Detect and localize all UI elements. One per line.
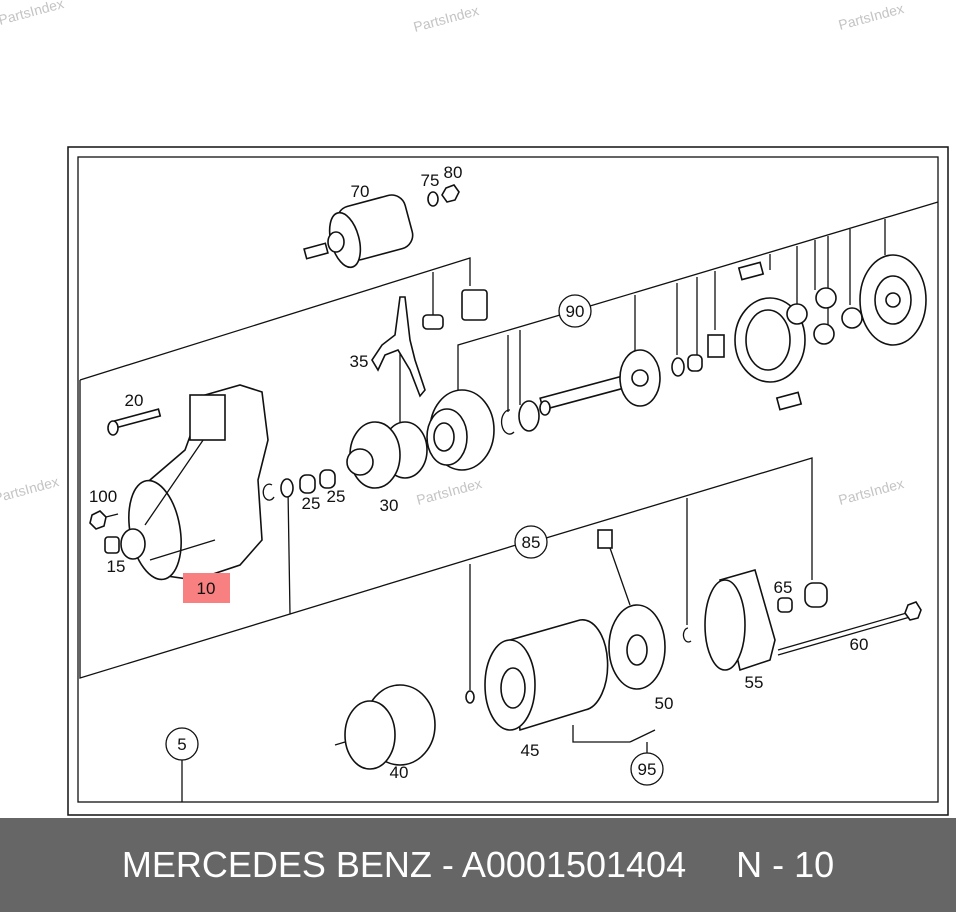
watermark: PartsIndex (837, 0, 906, 33)
label-65[interactable]: 65 (774, 578, 793, 597)
parts-diagram: PartsIndex PartsIndex PartsIndex PartsIn… (0, 0, 949, 816)
label-60[interactable]: 60 (850, 635, 869, 654)
part-labels: 70 75 80 90 35 20 100 15 10 25 25 30 85 … (89, 163, 869, 782)
planet-gear (815, 287, 837, 309)
label-25[interactable]: 25 (302, 494, 321, 513)
bolt-100-part (89, 510, 107, 530)
fork-lever-part (371, 296, 426, 398)
bushing-25-part (299, 474, 316, 494)
label-85[interactable]: 85 (522, 533, 541, 552)
planet-gear (841, 307, 863, 329)
label-80[interactable]: 80 (444, 163, 463, 182)
bushing-25-part (319, 469, 336, 489)
armature-40-part (334, 684, 436, 770)
label-35[interactable]: 35 (350, 352, 369, 371)
label-25[interactable]: 25 (327, 487, 346, 506)
label-55[interactable]: 55 (745, 673, 764, 692)
label-30[interactable]: 30 (380, 496, 399, 515)
label-15[interactable]: 15 (107, 557, 126, 576)
label-90[interactable]: 90 (566, 302, 585, 321)
label-5[interactable]: 5 (177, 735, 186, 754)
watermark: PartsIndex (415, 475, 484, 508)
end-cover-55-part (704, 569, 776, 672)
planet-gear (813, 323, 835, 345)
parts-drawings (89, 184, 927, 770)
label-40[interactable]: 40 (390, 763, 409, 782)
planet-carrier-part (859, 254, 927, 346)
stator-45-part (484, 618, 609, 732)
bolt-20-part (107, 408, 162, 436)
intermediate-bearing-part (426, 389, 495, 471)
label-100[interactable]: 100 (89, 487, 117, 506)
watermark: PartsIndex (0, 473, 60, 506)
label-95[interactable]: 95 (638, 760, 657, 779)
planet-gear (786, 303, 808, 325)
solenoid-part (303, 184, 460, 269)
drive-shaft-part (539, 349, 661, 416)
plate-part (461, 289, 488, 321)
outer-frame (67, 146, 949, 816)
label-50[interactable]: 50 (655, 694, 674, 713)
pinion-30-part (346, 421, 428, 489)
through-bolt-60-part (777, 601, 922, 656)
diagram-position: N - 10 (736, 844, 835, 885)
watermark: PartsIndex (0, 0, 65, 28)
label-45[interactable]: 45 (521, 741, 540, 760)
highlight-10[interactable] (183, 573, 230, 603)
label-70[interactable]: 70 (351, 182, 370, 201)
label-75[interactable]: 75 (421, 171, 440, 190)
circled-callouts (165, 294, 664, 786)
inner-frame (77, 156, 939, 803)
brush-plate-50-part (597, 529, 666, 690)
caption-gap (686, 844, 736, 886)
label-20[interactable]: 20 (125, 391, 144, 410)
label-10[interactable]: 10 (197, 579, 216, 598)
bushing-15-part (104, 536, 120, 554)
drive-housing-part (120, 384, 269, 581)
watermark: PartsIndex (837, 475, 906, 508)
brand-part-number: MERCEDES BENZ - A0001501404 (121, 844, 687, 885)
watermark: PartsIndex (412, 2, 481, 35)
clip-part (422, 314, 444, 330)
caption-bar: MERCEDES BENZ - A0001501404 N - 10 (0, 818, 956, 912)
